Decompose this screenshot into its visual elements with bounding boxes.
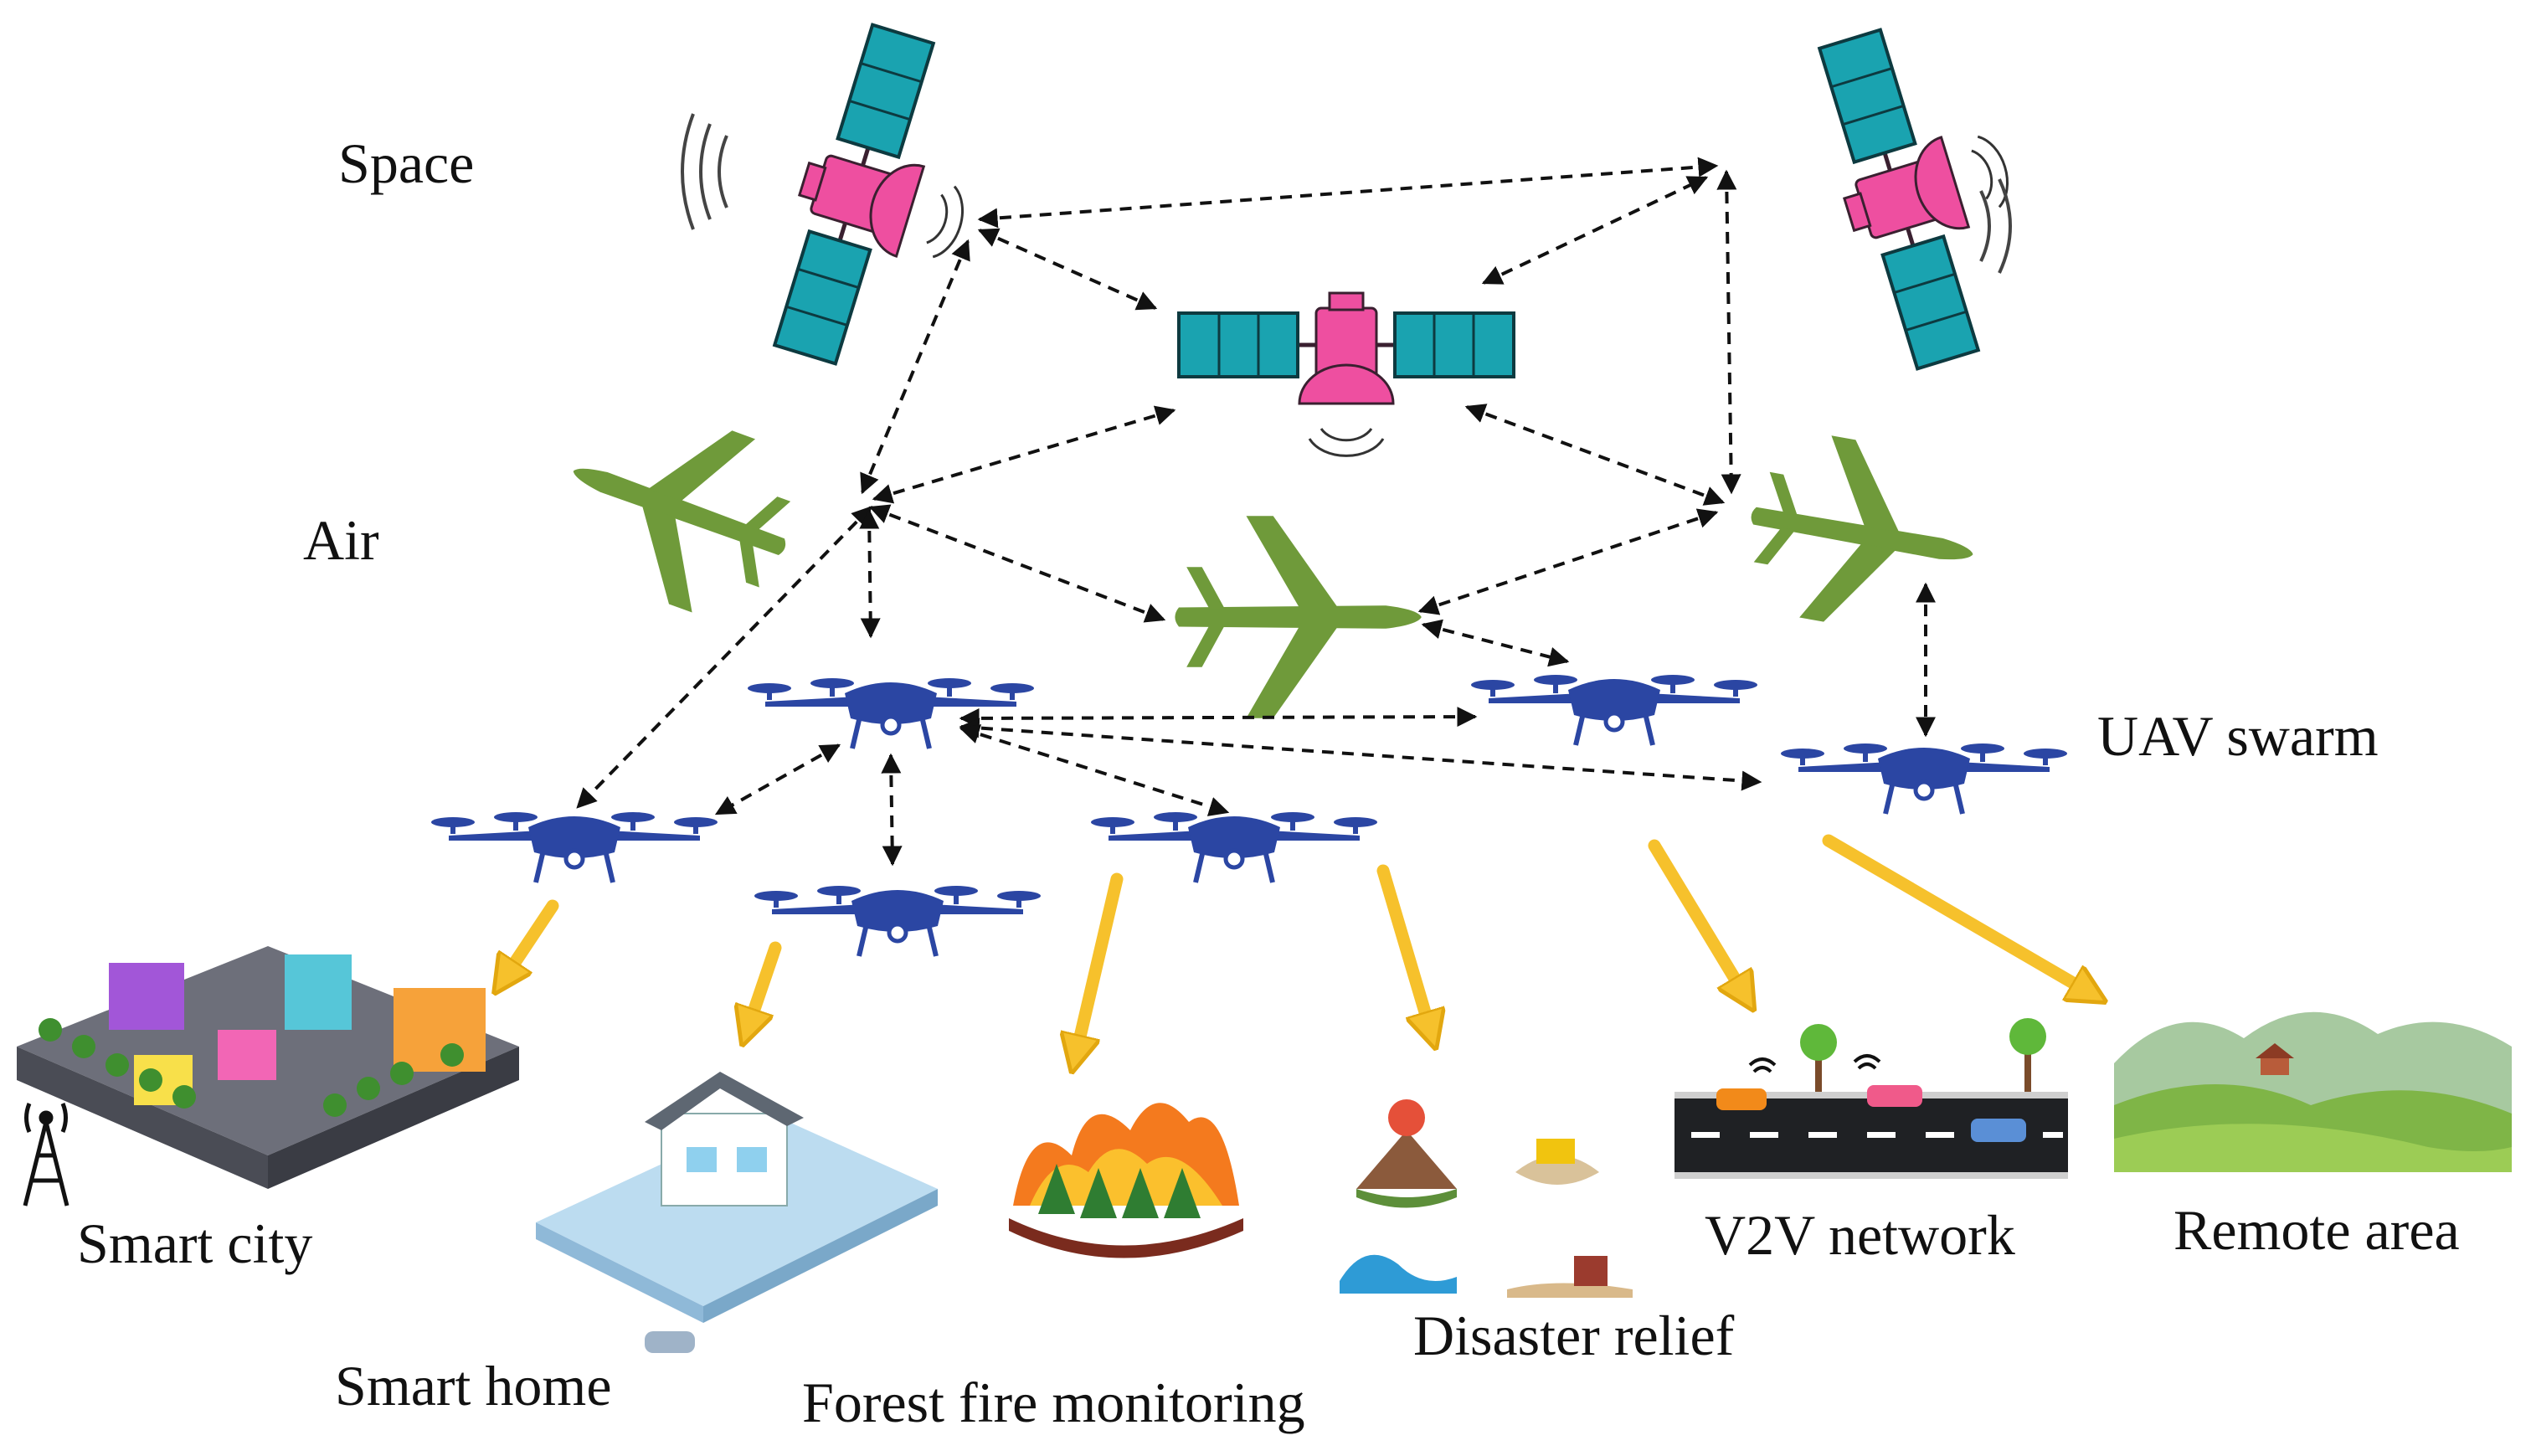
remote-area-label: Remote area: [2173, 1198, 2460, 1262]
aircraft-right: [1735, 424, 1989, 646]
aircraft-left: [542, 383, 817, 635]
cell-tower-icon: [23, 1103, 69, 1206]
uav-3: [1781, 743, 2067, 814]
space-layer-label: Space: [338, 131, 474, 195]
aircraft-center: [1175, 516, 1422, 718]
air-layer-label: Air: [303, 508, 379, 572]
disaster-relief-label: Disaster relief: [1413, 1304, 1735, 1367]
forest-fire-label: Forest fire monitoring: [802, 1371, 1305, 1434]
v2v-network-illustration: [1674, 1018, 2068, 1179]
forest-fire-illustration: [1009, 1103, 1243, 1258]
satellite-right: [1800, 7, 2054, 374]
uav-layer-label: UAV swarm: [2097, 704, 2379, 768]
smart-city-illustration: [17, 946, 519, 1189]
application-arrows: [502, 834, 2093, 1058]
remote-area-illustration: [2114, 1011, 2512, 1172]
smart-home-illustration: [536, 1072, 938, 1353]
satellite-center: [1179, 293, 1514, 455]
smart-home-label: Smart home: [335, 1354, 612, 1417]
communication-links: [576, 157, 1936, 867]
smart-city-label: Smart city: [77, 1212, 312, 1275]
v2v-network-label: V2V network: [1705, 1203, 2015, 1267]
uav-2: [1471, 675, 1757, 745]
uav-6: [1091, 812, 1377, 882]
uav-4: [431, 812, 718, 882]
uav-5: [754, 886, 1041, 956]
satellite-left: [681, 19, 1009, 387]
disaster-relief-illustration: [1340, 1099, 1633, 1298]
